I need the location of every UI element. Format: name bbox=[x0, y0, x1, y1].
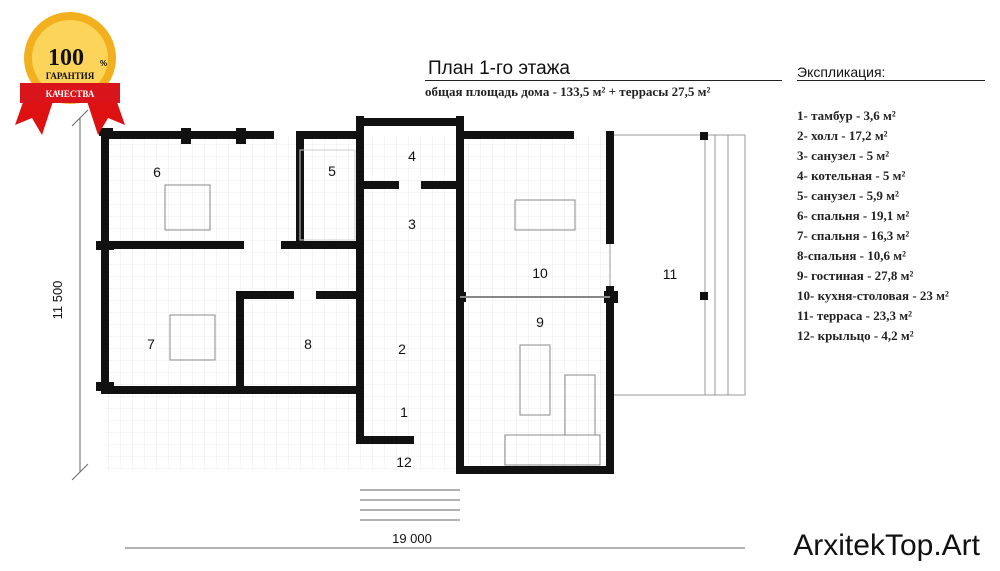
explication-item: 5- санузел - 5,9 м² bbox=[797, 188, 899, 203]
porch-steps bbox=[360, 489, 460, 521]
explication-item: 6- спальня - 19,1 м² bbox=[797, 208, 910, 223]
room-label-7: 7 bbox=[147, 336, 155, 352]
explication-item: 4- котельная - 5 м² bbox=[797, 168, 906, 183]
dimension-lines bbox=[71, 109, 745, 549]
explication-item: 3- санузел - 5 м² bbox=[797, 148, 890, 163]
room-label-9: 9 bbox=[536, 314, 544, 330]
plan-title: План 1-го этажа bbox=[428, 58, 570, 79]
quality-guarantee-badge: 100 % ГАРАНТИЯ КАЧЕСТВА bbox=[15, 12, 125, 135]
explication-item: 11- терраса - 23,3 м² bbox=[797, 308, 912, 323]
explication-title: Экспликация: bbox=[797, 64, 886, 80]
width-dimension: 19 000 bbox=[392, 531, 432, 546]
explication-item: 10- кухня-столовая - 23 м² bbox=[797, 288, 949, 303]
terrace bbox=[609, 134, 746, 396]
explication-item: 7- спальня - 16,3 м² bbox=[797, 228, 910, 243]
room-label-6: 6 bbox=[153, 164, 161, 180]
explication-item: 2- холл - 17,2 м² bbox=[797, 128, 888, 143]
svg-text:КАЧЕСТВА: КАЧЕСТВА bbox=[46, 89, 95, 99]
watermark: ArxitekTop.Art bbox=[793, 529, 980, 562]
explication-item: 1- тамбур - 3,6 м² bbox=[797, 108, 896, 123]
explication-item: 9- гостиная - 27,8 м² bbox=[797, 268, 914, 283]
explication-item: 12- крыльцо - 4,2 м² bbox=[797, 328, 914, 343]
furniture bbox=[164, 149, 601, 466]
room-label-12: 12 bbox=[396, 454, 412, 470]
explication-list: 1- тамбур - 3,6 м² 2- холл - 17,2 м² 3- … bbox=[797, 106, 949, 346]
room-label-8: 8 bbox=[304, 336, 312, 352]
svg-text:100: 100 bbox=[48, 45, 84, 71]
room-label-2: 2 bbox=[398, 341, 406, 357]
room-label-3: 3 bbox=[408, 216, 416, 232]
room-label-5: 5 bbox=[328, 163, 336, 179]
explication-item: 8-спальня - 10,6 м² bbox=[797, 248, 906, 263]
svg-text:ГАРАНТИЯ: ГАРАНТИЯ bbox=[46, 71, 95, 81]
room-label-4: 4 bbox=[408, 148, 416, 164]
height-dimension: 11 500 bbox=[50, 281, 65, 320]
plan-subtitle: общая площадь дома - 133,5 м² + террасы … bbox=[425, 84, 711, 99]
svg-text:%: % bbox=[100, 59, 107, 68]
room-label-1: 1 bbox=[400, 404, 408, 420]
title-underline bbox=[425, 80, 782, 81]
explication-underline bbox=[797, 80, 985, 81]
room-label-11: 11 bbox=[663, 266, 678, 282]
room-label-10: 10 bbox=[532, 265, 548, 281]
